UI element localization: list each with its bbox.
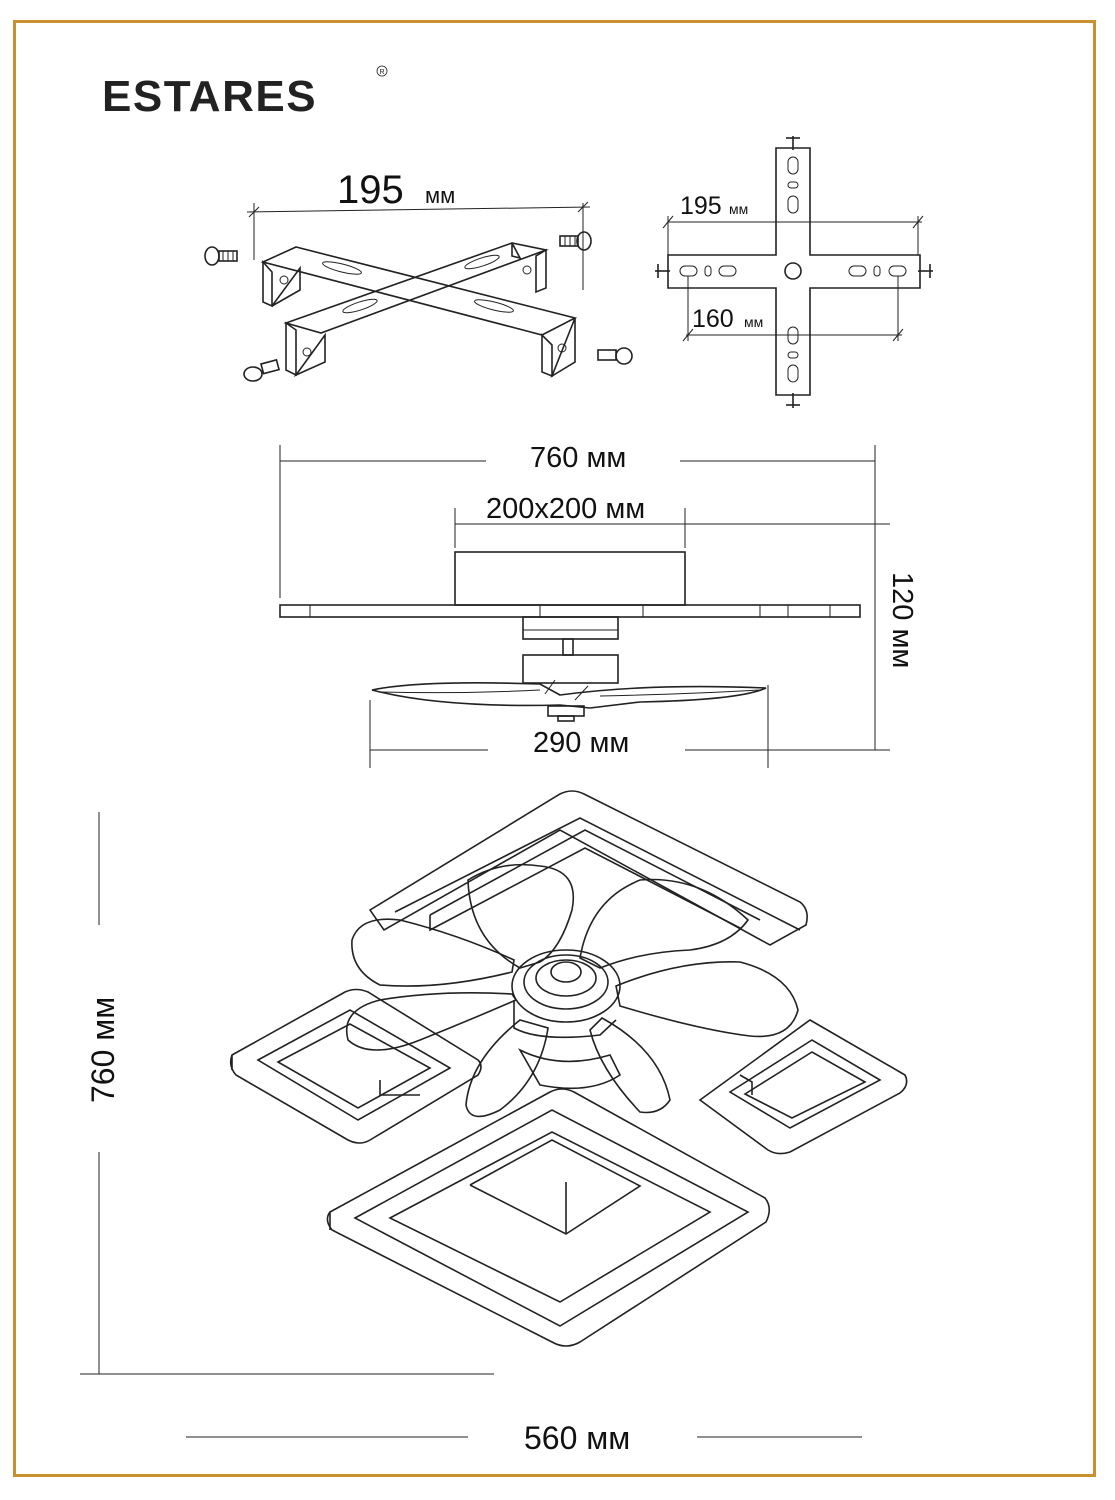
ceiling-fan-lamp-side-icon bbox=[279, 551, 861, 722]
top-view-length: 760 мм bbox=[85, 997, 121, 1103]
brand-name: ESTARES bbox=[102, 72, 317, 121]
bracket-plan-inner-value: 160 bbox=[692, 305, 734, 333]
bracket-plan-outer-dimension bbox=[662, 215, 924, 255]
bracket-3d-width-unit: мм bbox=[425, 183, 455, 208]
page-frame bbox=[13, 20, 1096, 1477]
bracket-3d-width-dimension bbox=[246, 201, 591, 290]
screw-icon bbox=[559, 231, 592, 251]
bracket-3d-width-value: 195 bbox=[337, 168, 404, 212]
top-view-dimension-lines bbox=[80, 812, 862, 1438]
bracket-plan-outer-unit: мм bbox=[729, 201, 748, 217]
screw-icon bbox=[204, 246, 238, 266]
ceiling-fan-lamp-top-icon bbox=[229, 790, 908, 1347]
screw-icon bbox=[243, 358, 281, 382]
screw-icon bbox=[597, 347, 633, 365]
side-view-total-width: 760 мм bbox=[530, 442, 626, 474]
top-view-width: 560 мм bbox=[524, 1420, 630, 1456]
bracket-plan-outer-value: 195 bbox=[680, 192, 722, 220]
side-view-blade-span: 290 мм bbox=[533, 727, 629, 759]
side-view-base-size: 200x200 мм bbox=[486, 493, 645, 525]
mounting-bracket-icon bbox=[260, 242, 578, 378]
bracket-plan-inner-dimension bbox=[682, 276, 904, 342]
side-view-height: 120 мм bbox=[886, 572, 918, 668]
bracket-plan-icon bbox=[655, 136, 933, 408]
bracket-plan-inner-unit: мм bbox=[744, 314, 763, 330]
registered-mark-icon bbox=[376, 65, 388, 77]
registered-mark: R bbox=[380, 69, 385, 76]
side-view-dimension-lines bbox=[279, 445, 890, 768]
